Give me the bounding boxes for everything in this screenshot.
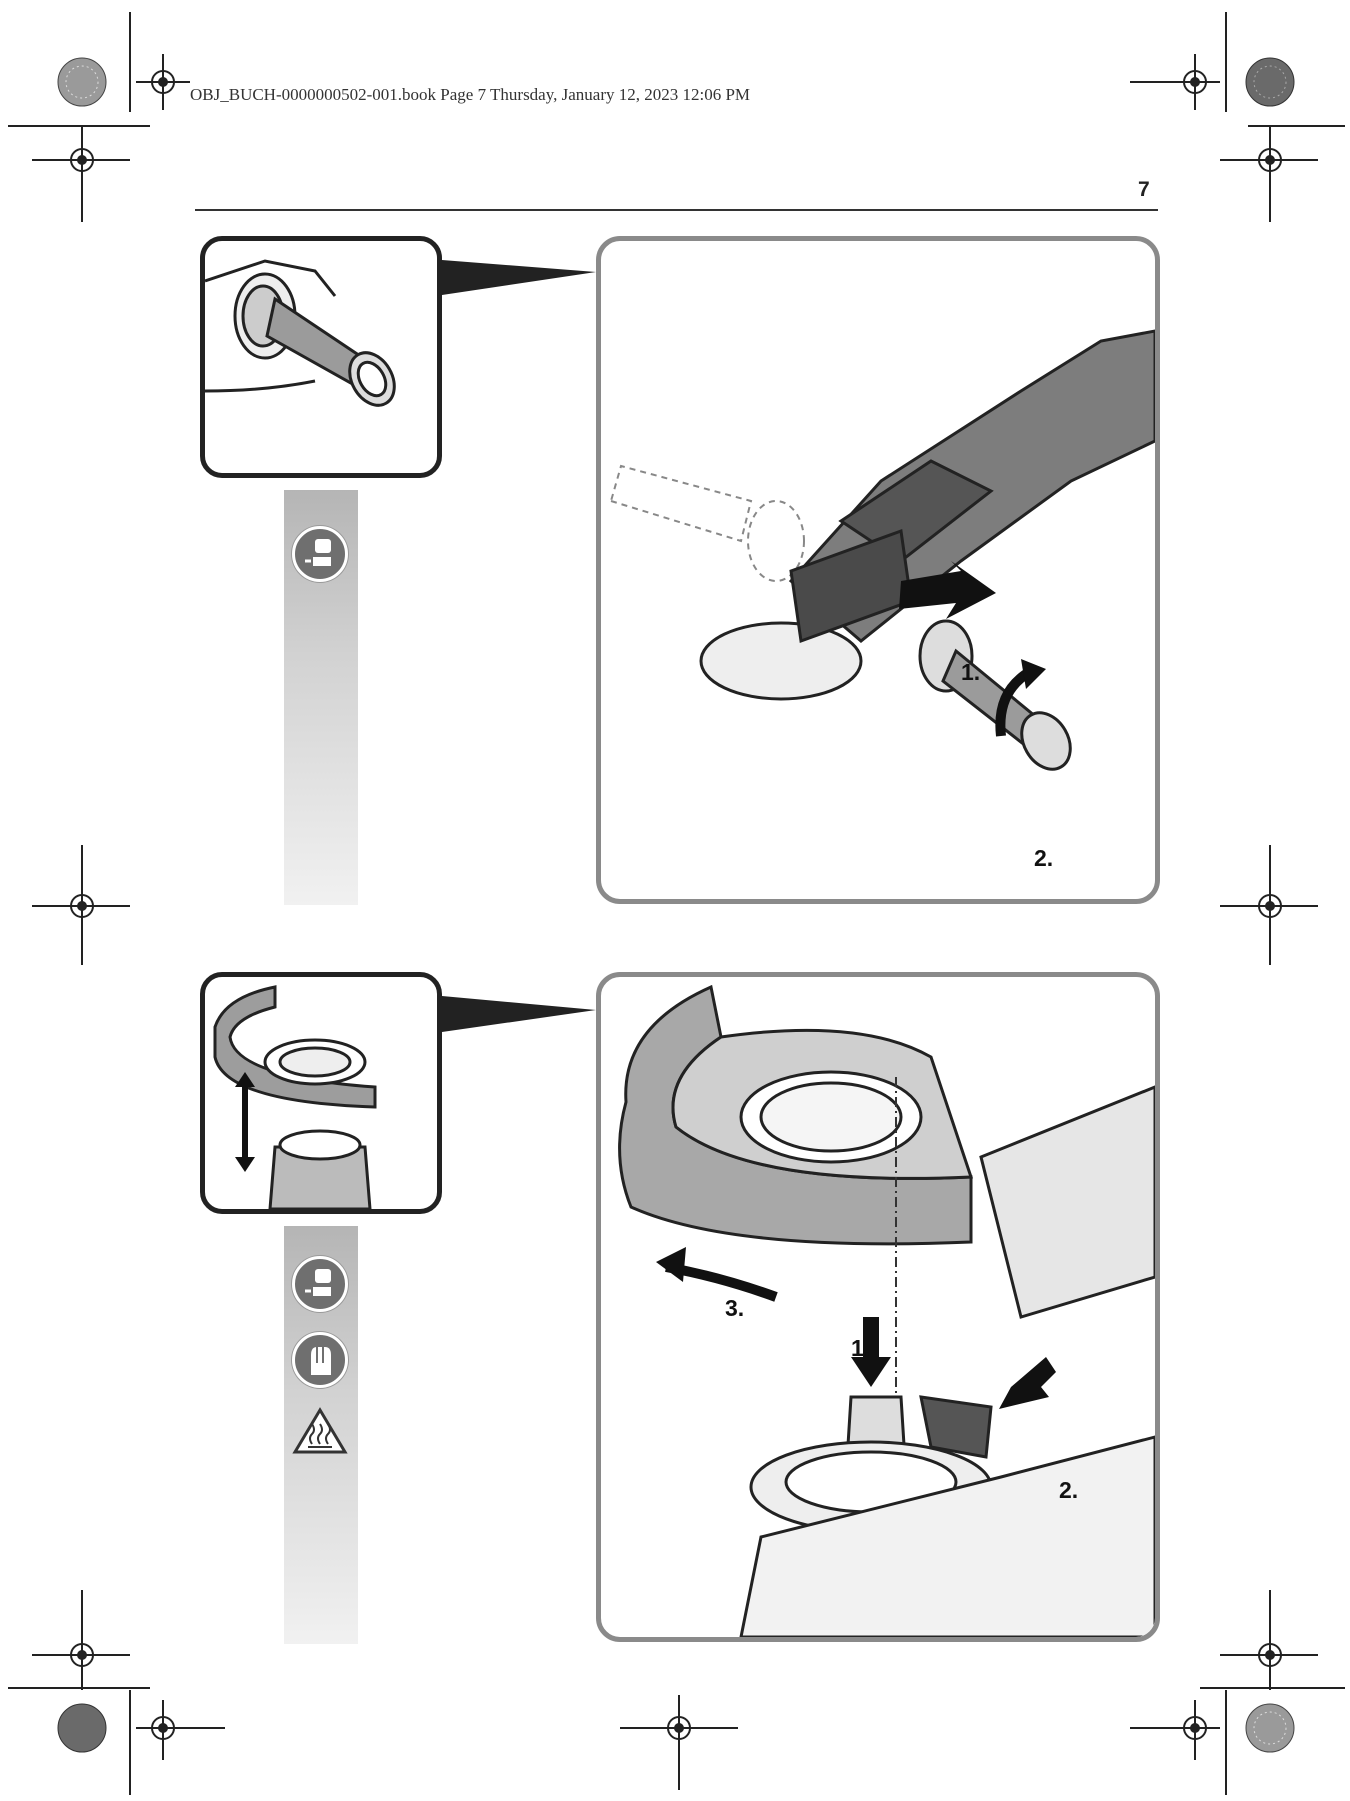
figure-1-symbol-bar [284, 490, 358, 905]
protective-gloves-icon [292, 1332, 348, 1388]
figure-2-symbol-bar [284, 1226, 358, 1644]
figure-2-detail-inset [200, 972, 442, 1214]
figure-1-detail-inset [200, 236, 442, 478]
remove-battery-icon [292, 526, 348, 582]
side-handle-detail-drawing [205, 259, 396, 407]
figure-2-step-3-label: 3. [725, 1295, 745, 1321]
print-info-line: OBJ_BUCH-0000000502-001.book Page 7 Thur… [190, 85, 751, 104]
figure-1-main-illustration: 1. 2. [596, 236, 1160, 904]
figure-1-step-1-label: 1. [961, 659, 981, 685]
guard-detail-drawing [213, 985, 377, 1209]
figure-2-step-2-label: 2. [1059, 1477, 1079, 1503]
figure-2-main-illustration: 3. 1. 2. [596, 972, 1160, 1642]
angle-grinder-handle-removal-drawing [609, 329, 1155, 771]
remove-battery-icon [292, 1256, 348, 1312]
figure-1-step-2-label: 2. [1034, 845, 1054, 871]
header-rule [195, 209, 1158, 211]
figure-2-step-1-label: 1. [851, 1335, 871, 1361]
hot-surface-warning-icon [292, 1406, 348, 1456]
page-number: 7 [1138, 178, 1150, 201]
guard-installation-drawing [618, 984, 1155, 1637]
